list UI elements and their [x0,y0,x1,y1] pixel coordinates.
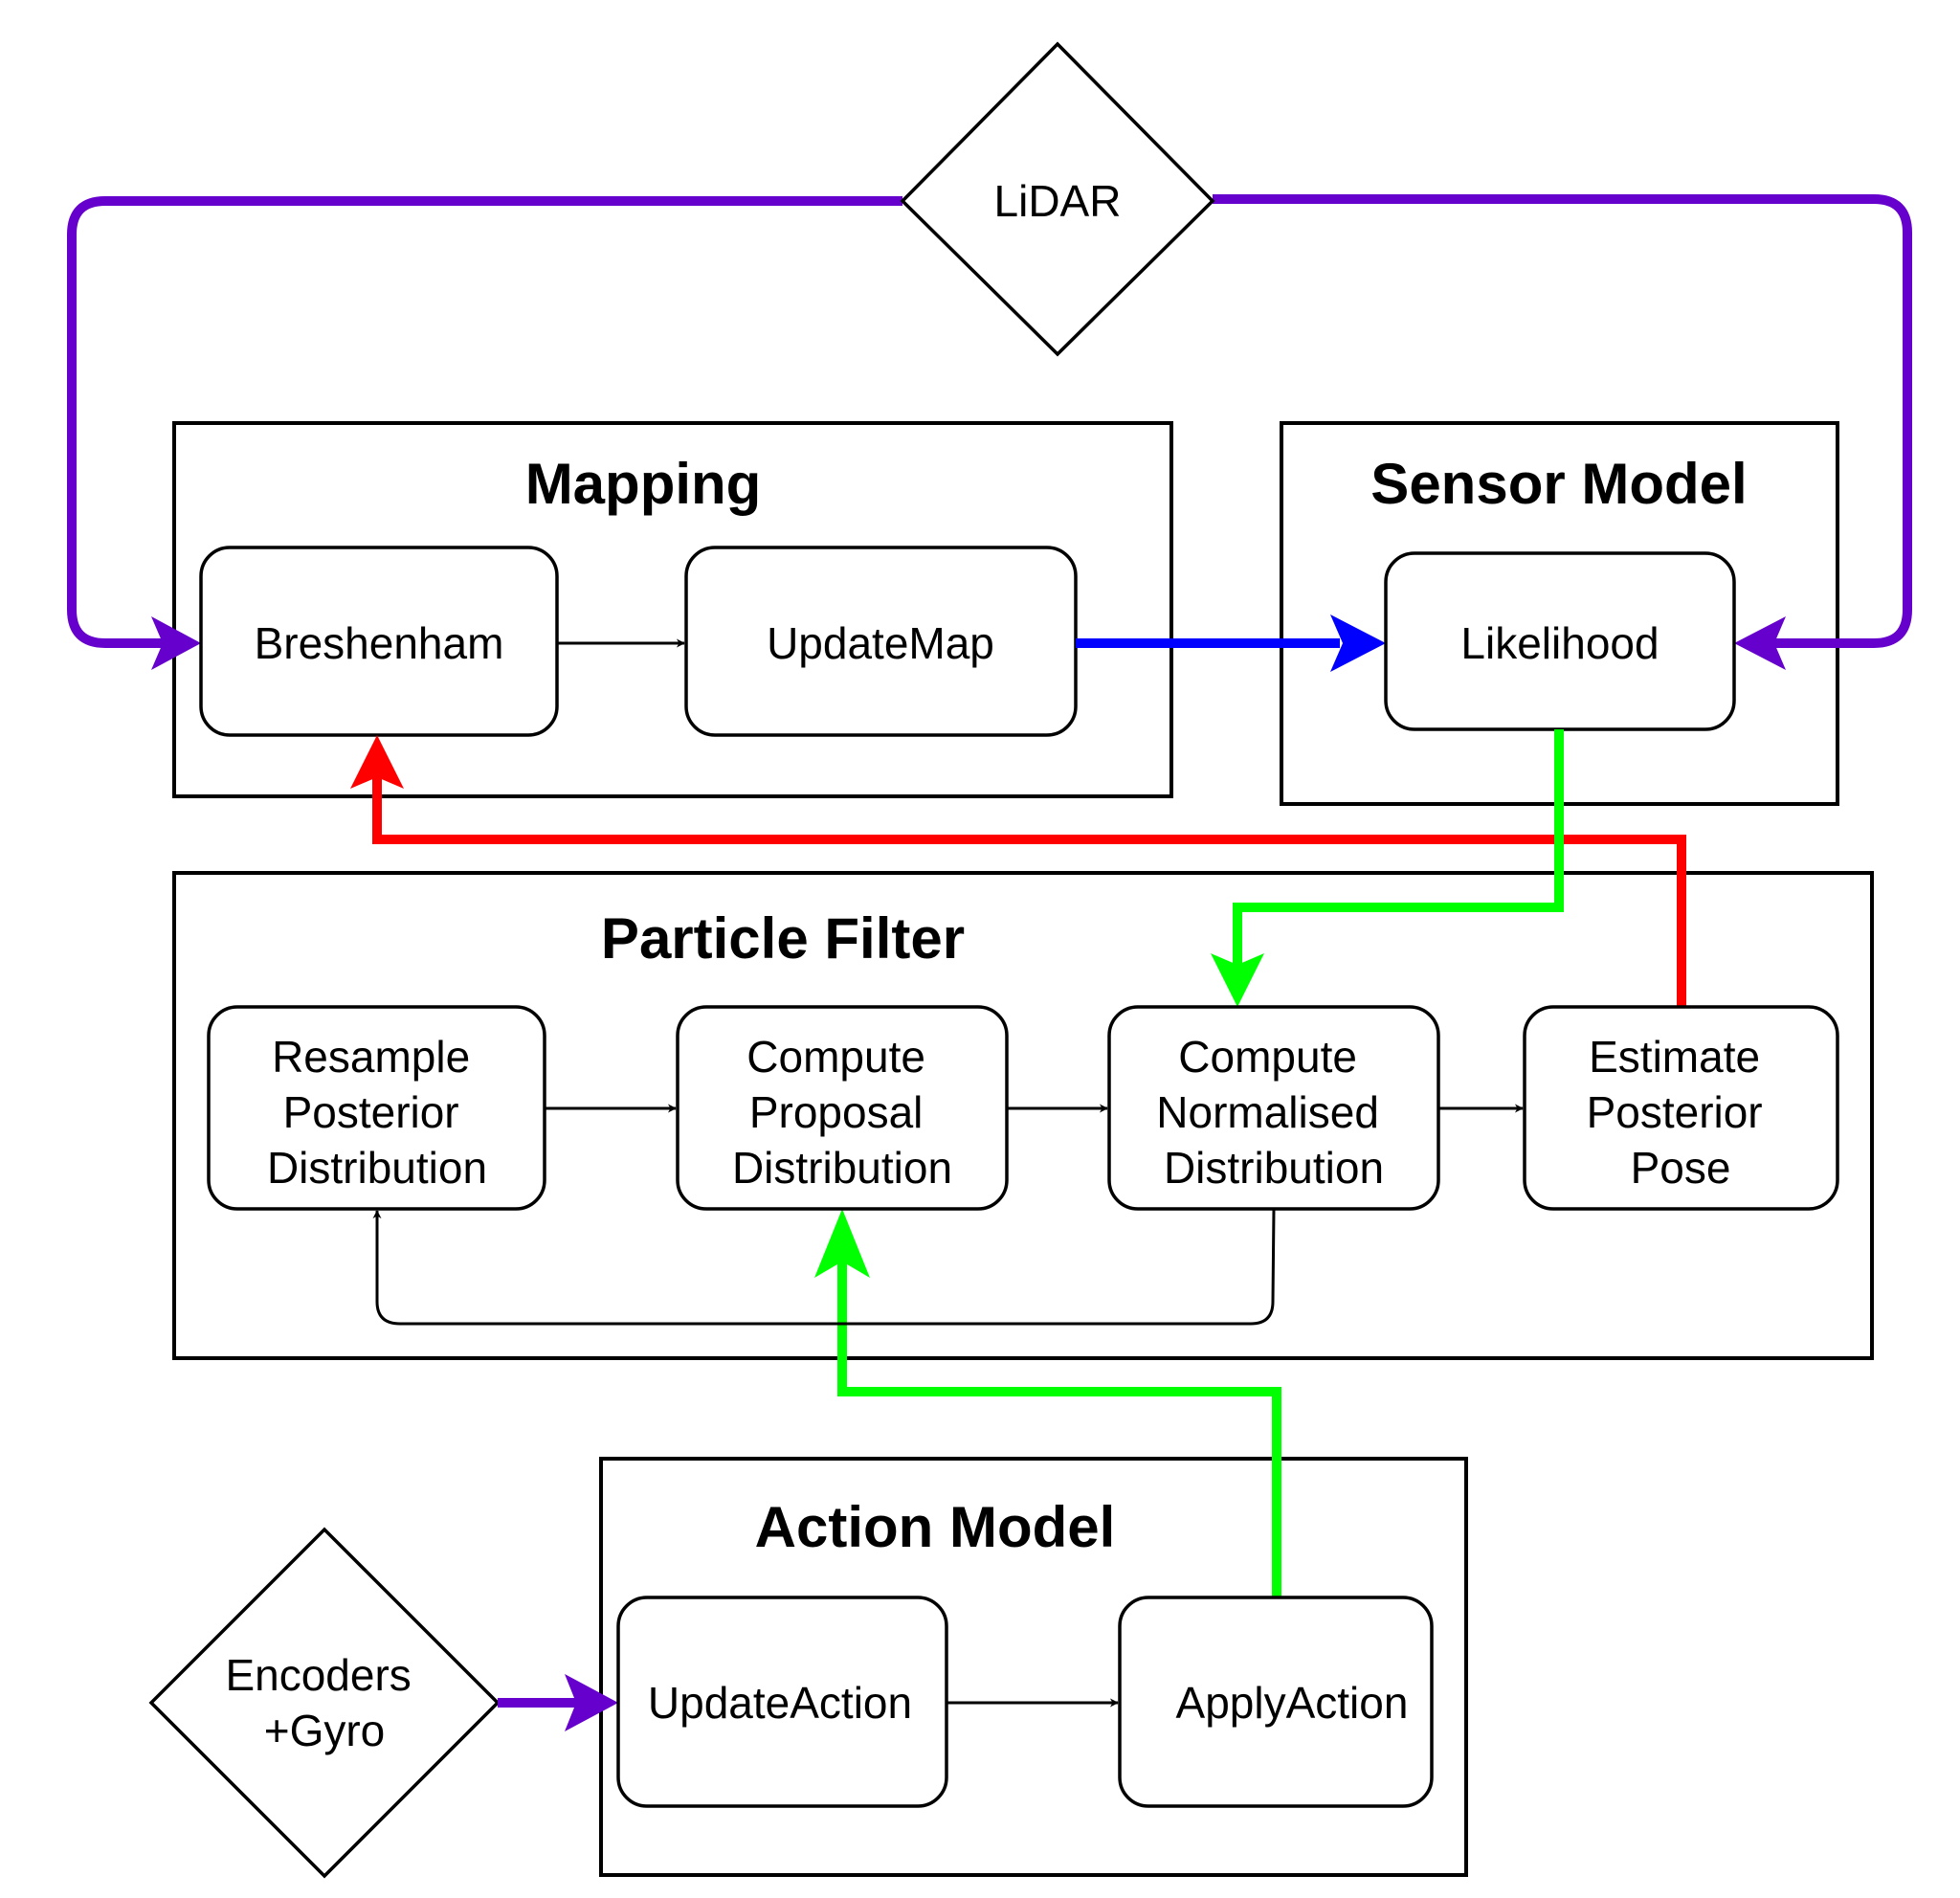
node-estimate-posterior-pose [1523,1005,1839,1211]
particle-filter-title: Particle Filter [601,906,965,971]
edge-normalised-to-resample [372,1208,1276,1326]
arrowhead-lidar-likelihood [1734,616,1786,670]
likelihood-label: Likelihood [1460,618,1659,668]
node-breshenham [199,546,559,737]
lidar-sensor [900,41,1215,357]
arrowhead-applyaction-proposal [814,1209,870,1278]
mapping-title: Mapping [525,452,762,516]
action-model-title: Action Model [755,1495,1116,1559]
lidar-label: LiDAR [994,176,1122,226]
arrowhead-lidar-breshenham [151,616,201,670]
update-map-label: UpdateMap [767,618,994,668]
estimate-label: Estimate Posterior Pose [1587,1032,1775,1193]
arrowhead-encoders-updateaction [565,1674,618,1731]
update-action-label: UpdateAction [648,1678,912,1728]
edge-estimate-to-breshenham [372,771,1686,1007]
arrowhead-updatemap-likelihood [1330,614,1386,672]
mapping-group [172,421,1173,798]
edge-likelihood-to-normalised [1233,729,1564,967]
arrowhead-estimate-breshenham [350,735,404,789]
encoders-label: Encoders +Gyro [225,1650,423,1755]
edge-lidar-to-breshenham [67,196,902,648]
particle-filter-group [172,871,1874,1360]
apply-action-label: ApplyAction [1176,1678,1409,1728]
sensor-model-title: Sensor Model [1370,452,1747,516]
resample-label: Resample Posterior Distribution [267,1032,487,1193]
proposal-label: Compute Proposal Distribution [732,1032,952,1193]
edge-applyaction-to-proposal [837,1249,1281,1597]
edge-lidar-to-likelihood [1213,194,1912,648]
normalised-label: Compute Normalised Distribution [1156,1032,1391,1193]
encoders-gyro-sensor [148,1527,501,1879]
action-model-group [599,1457,1468,1877]
arrowhead-likelihood-normalised [1211,953,1264,1007]
node-apply-action [1118,1596,1434,1808]
breshenham-label: Breshenham [255,618,504,668]
